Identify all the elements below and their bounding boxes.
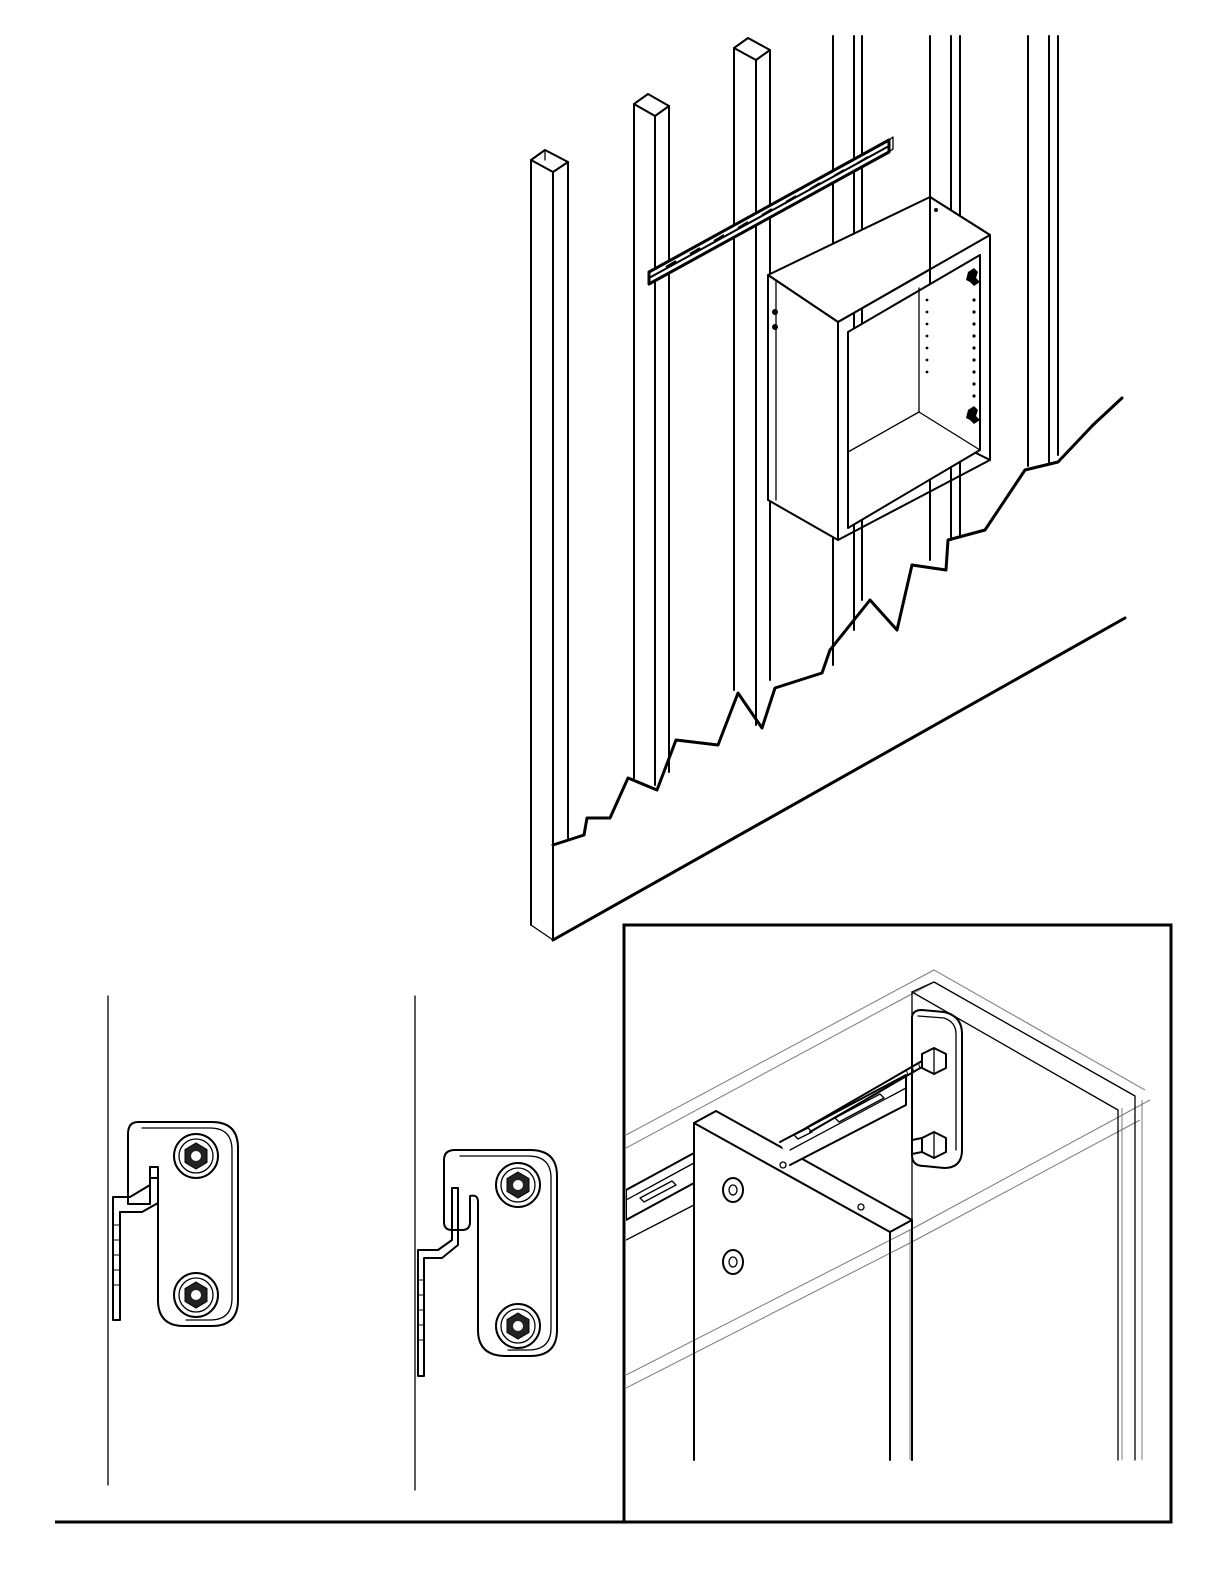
- detail-bracket-lifted: [415, 996, 557, 1490]
- mounting-bracket: [128, 1122, 238, 1326]
- wall-base-edge: [531, 618, 1125, 940]
- wall-stud: [734, 38, 770, 725]
- washer: [723, 1250, 743, 1274]
- hex-bolt: [174, 1273, 218, 1317]
- hex-bolt: [496, 1304, 540, 1348]
- hex-bolt: [496, 1163, 540, 1207]
- wall-framing-view: [531, 36, 1125, 940]
- wall-stud: [1028, 36, 1058, 466]
- detail-bracket-hooked: [108, 996, 238, 1485]
- wall-stud: [531, 150, 568, 940]
- inset-detail-view: [624, 925, 1171, 1522]
- hex-bolt: [174, 1134, 218, 1178]
- wall-stud: [634, 94, 669, 785]
- wall-cabinet: [768, 197, 990, 540]
- washer: [723, 1178, 743, 1202]
